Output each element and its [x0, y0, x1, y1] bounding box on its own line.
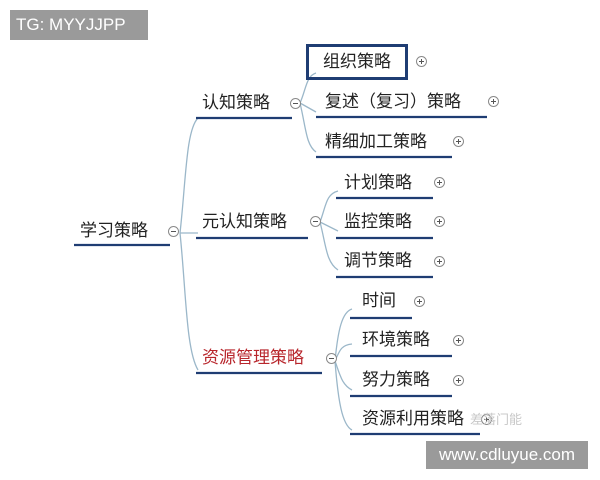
collapse-icon[interactable]: [310, 216, 321, 227]
branch-node-metacognitive[interactable]: 元认知策略: [202, 212, 287, 232]
watermark-bottom: www.cdluyue.com: [426, 441, 588, 469]
leaf-node-monitor[interactable]: 监控策略: [344, 212, 412, 232]
leaf-node-regulate[interactable]: 调节策略: [344, 251, 412, 271]
expand-icon[interactable]: [453, 375, 464, 386]
branch-node-resource-management[interactable]: 资源管理策略: [202, 348, 304, 368]
leaf-node-time[interactable]: 时间: [362, 291, 396, 311]
leaf-node-organize[interactable]: 组织策略: [306, 44, 408, 80]
leaf-node-rehearse[interactable]: 复述（复习）策略: [325, 92, 461, 112]
collapse-icon[interactable]: [326, 353, 337, 364]
expand-icon[interactable]: [434, 177, 445, 188]
expand-icon[interactable]: [453, 136, 464, 147]
expand-icon[interactable]: [414, 296, 425, 307]
root-node[interactable]: 学习策略: [80, 221, 148, 241]
collapse-icon[interactable]: [168, 226, 179, 237]
faint-overlay-text: 差落门能: [470, 413, 523, 428]
expand-icon[interactable]: [416, 56, 427, 67]
leaf-node-environment[interactable]: 环境策略: [362, 330, 430, 350]
watermark-top: TG: MYYJJPP: [10, 10, 148, 40]
expand-icon[interactable]: [434, 256, 445, 267]
leaf-node-effort[interactable]: 努力策略: [362, 370, 430, 390]
expand-icon[interactable]: [434, 216, 445, 227]
expand-icon[interactable]: [488, 96, 499, 107]
collapse-icon[interactable]: [290, 98, 301, 109]
expand-icon[interactable]: [481, 414, 492, 425]
leaf-node-resource-use[interactable]: 资源利用策略: [362, 409, 464, 429]
leaf-node-plan[interactable]: 计划策略: [344, 173, 412, 193]
expand-icon[interactable]: [453, 335, 464, 346]
branch-node-cognitive[interactable]: 认知策略: [202, 93, 270, 113]
leaf-node-elaborate[interactable]: 精细加工策略: [325, 132, 427, 152]
